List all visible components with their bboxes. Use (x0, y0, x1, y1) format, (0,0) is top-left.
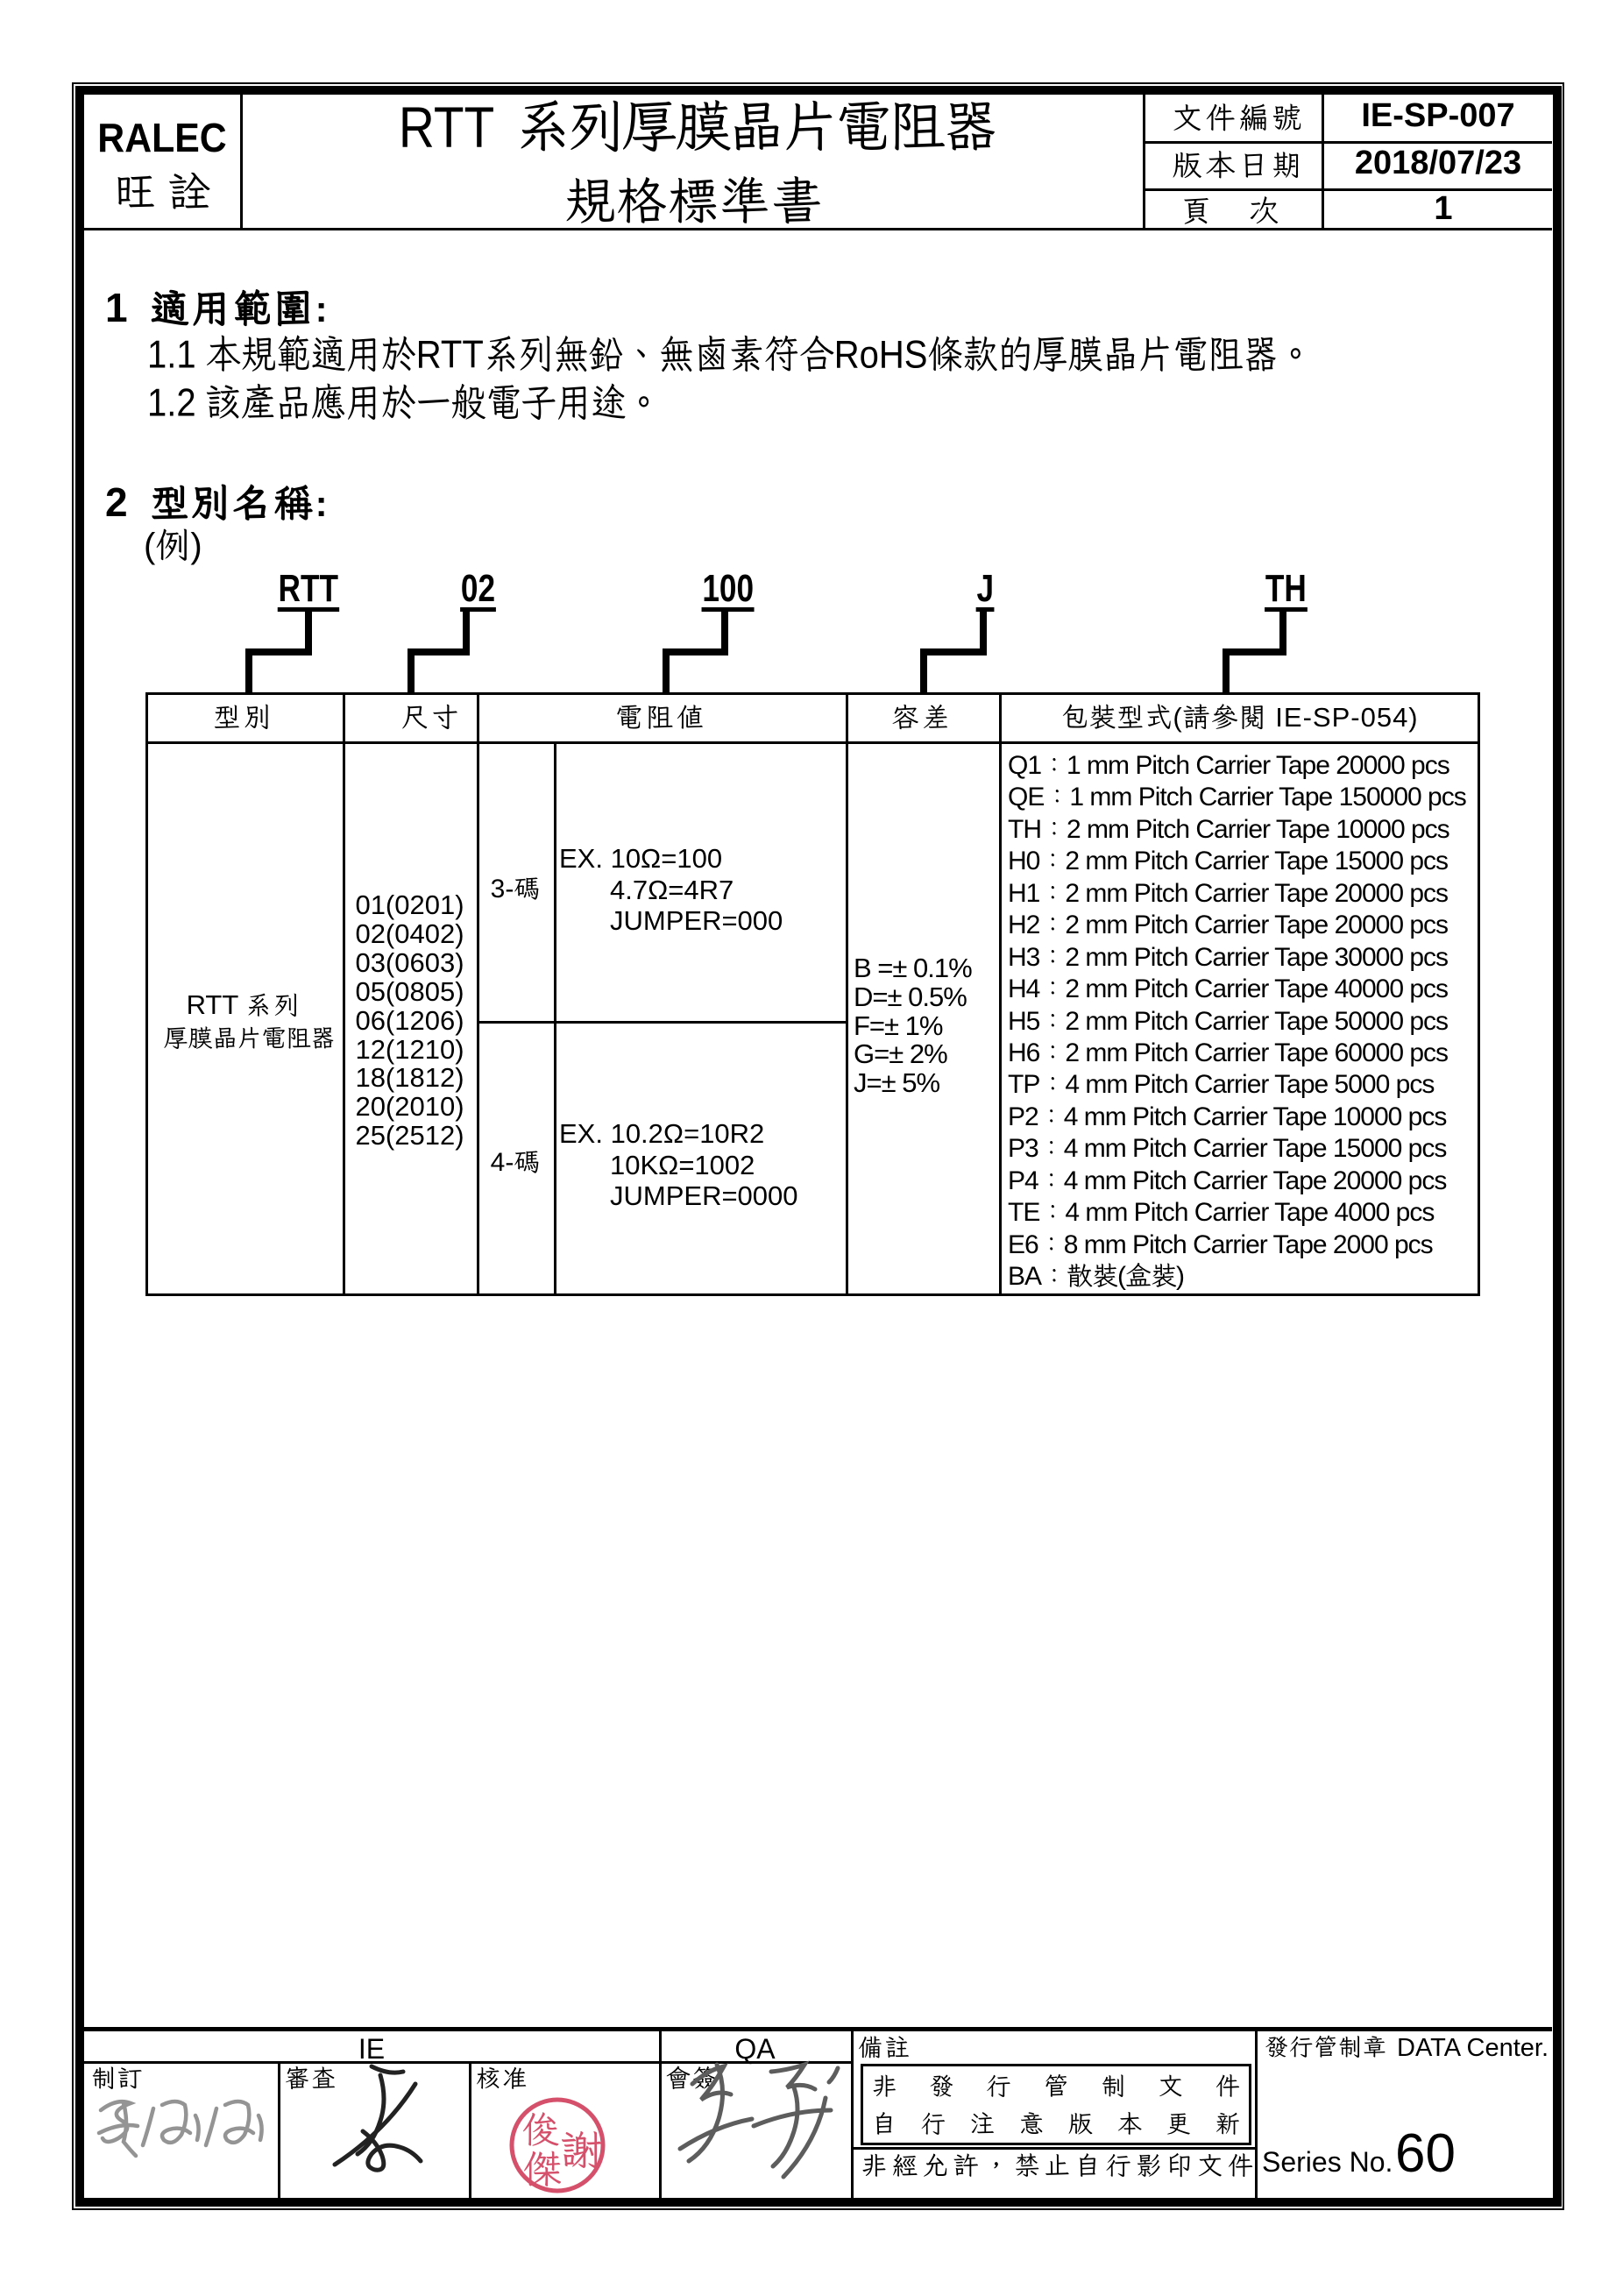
svg-text:謝: 謝 (560, 2121, 602, 2177)
svg-text:俊: 俊 (522, 2105, 560, 2154)
svg-text:傑: 傑 (522, 2143, 562, 2194)
